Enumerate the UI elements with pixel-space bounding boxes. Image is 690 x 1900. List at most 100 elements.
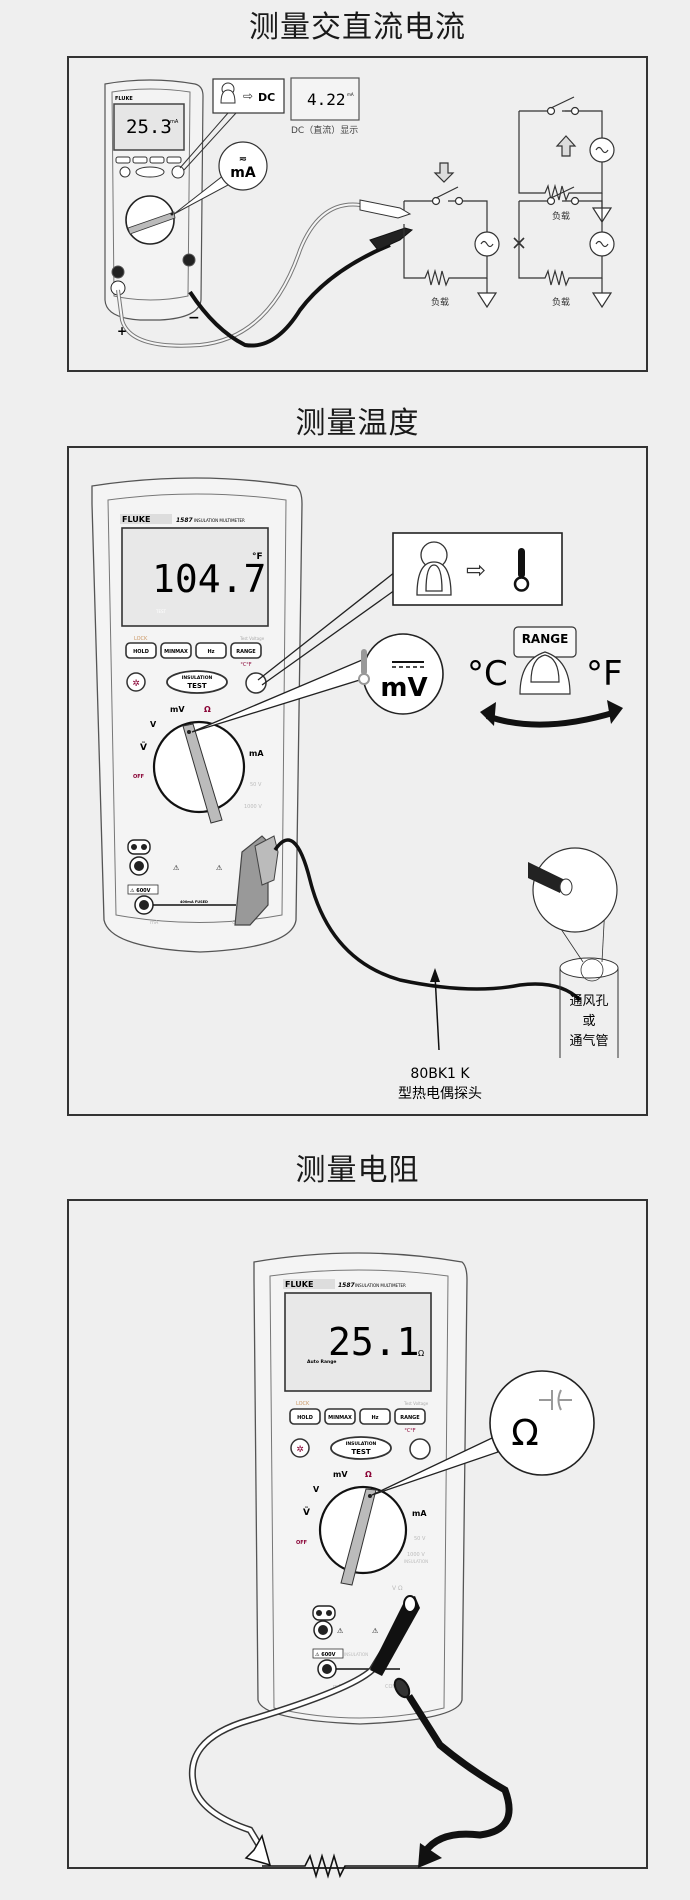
- warning-icon: ⚠: [173, 864, 180, 872]
- temp-function-button[interactable]: [409, 1438, 431, 1460]
- cf-label: °C°F: [404, 1428, 415, 1434]
- minmax-button[interactable]: [160, 642, 192, 659]
- load-label-1: 负载: [552, 210, 570, 222]
- range-button[interactable]: [394, 1408, 426, 1425]
- meter-lcd: [113, 103, 185, 151]
- dial-1000v: 1000 V: [244, 804, 262, 810]
- dial-50v: 50 V: [250, 782, 262, 788]
- range-toggle-illustration: RANGE °C °F: [467, 626, 623, 728]
- hz-button[interactable]: [195, 642, 227, 659]
- ohm-symbol: Ω: [511, 1413, 539, 1454]
- meter-range-mode: Auto Range: [307, 1359, 336, 1365]
- range-label: RANGE: [522, 632, 569, 646]
- hold-button[interactable]: [125, 642, 157, 659]
- svg-text:HOLD: HOLD: [297, 1415, 313, 1421]
- temp-function-button[interactable]: [171, 165, 185, 179]
- insulation-test-button[interactable]: [166, 670, 228, 694]
- probe-tip-magnifier: [532, 847, 618, 933]
- minus-label: −: [188, 310, 200, 326]
- warning-icon: ⚠: [337, 1627, 344, 1635]
- dial-mv: mV: [333, 1470, 348, 1479]
- callout-function-button: ⇨: [257, 532, 563, 686]
- svg-text:RANGE: RANGE: [236, 649, 256, 655]
- cf-label: °C°F: [240, 662, 251, 668]
- jack-warning: ⚠ 600V: [315, 1652, 336, 1658]
- probe-pointer-arrow: [434, 974, 440, 1051]
- probe-label-type: 型热电偶探头: [398, 1086, 482, 1102]
- diagram-ac-dc-current: FLUKE 25.3 mA + − ⇨: [104, 77, 615, 348]
- hold-button[interactable]: [289, 1408, 321, 1425]
- section-title-ac-dc-current: 测量交直流电流: [249, 10, 466, 45]
- hz-button[interactable]: [359, 1408, 391, 1425]
- callout-knob-ma: ≂ mA: [173, 141, 268, 215]
- warning-icon: ⚠: [372, 1627, 379, 1635]
- svg-text:mA: mA: [150, 920, 159, 926]
- dial-ma: mA: [249, 749, 264, 758]
- jack-com[interactable]: [182, 253, 196, 267]
- svg-text:INSULATION: INSULATION: [344, 1652, 368, 1657]
- dial-ohm: Ω: [365, 1470, 372, 1479]
- load-label-2: 负载: [431, 296, 449, 308]
- svg-text:Hz: Hz: [207, 649, 214, 655]
- meter-unit: °F: [252, 552, 263, 562]
- svg-text:HOLD: HOLD: [133, 649, 149, 655]
- warning-icon: ⚠: [216, 864, 223, 872]
- dial-v-ac: Ṽ: [303, 1507, 310, 1518]
- load-label-3: 负载: [552, 296, 570, 308]
- svg-text:INSULATION: INSULATION: [346, 1441, 377, 1447]
- mv-symbol: mV: [380, 673, 427, 703]
- svg-text:COM: COM: [385, 1684, 397, 1690]
- meter-buttons: [115, 156, 185, 179]
- dial-v-dc: V: [150, 720, 157, 729]
- insulation-test-button[interactable]: [330, 1436, 392, 1460]
- red-arrow-head: [244, 1834, 272, 1867]
- diagram-temperature: FLUKE 1587 INSULATION MULTIMETER 104.7 °…: [91, 477, 623, 1102]
- circuit-broken: [513, 186, 615, 309]
- dc-reading: 4.22: [307, 90, 346, 109]
- meter-brand: FLUKE: [115, 96, 133, 102]
- black-test-lead[interactable]: [188, 243, 391, 348]
- callout-knob-ohm: Ω: [371, 1370, 595, 1496]
- multimeter: FLUKE 25.3 mA: [104, 79, 204, 321]
- thermocouple-probe-cable[interactable]: [273, 838, 582, 1002]
- alligator-clip-red: [359, 199, 412, 219]
- circuit-measure: [403, 162, 500, 309]
- vent-label-1: 通风孔: [569, 994, 608, 1009]
- svg-text:TEST: TEST: [351, 1448, 371, 1456]
- vent-label-2: 或: [582, 1014, 595, 1029]
- dial-off: OFF: [133, 774, 144, 780]
- dc-display-caption: DC（直流）显示: [291, 124, 358, 136]
- dc-unit: mA: [347, 92, 354, 97]
- backlight-button[interactable]: [290, 1438, 310, 1458]
- backlight-button[interactable]: [126, 672, 146, 692]
- plus-label: +: [117, 324, 127, 338]
- dial-mv: mV: [170, 705, 185, 714]
- meter-brand: FLUKE: [122, 515, 150, 524]
- svg-text:Hz: Hz: [371, 1415, 378, 1421]
- break-mark-icon: [513, 237, 525, 249]
- callout-function-button: ⇨ DC: [179, 78, 285, 171]
- celsius-label: °C: [467, 654, 508, 694]
- meter-lcd: [284, 1292, 432, 1392]
- range-button[interactable]: [230, 642, 262, 659]
- black-test-lead[interactable]: [406, 1694, 513, 1855]
- dial-50v: 50 V: [414, 1536, 426, 1542]
- dc-label: DC: [258, 91, 275, 104]
- dc-display-example: 4.22 mA DC（直流）显示: [290, 77, 360, 136]
- section-title-resistance: 测量电阻: [295, 1153, 420, 1188]
- arrow-icon: ⇨: [243, 89, 253, 103]
- probe-label-model: 80BK1 K: [410, 1066, 470, 1082]
- meter-brand: FLUKE: [285, 1280, 313, 1289]
- meter-reading: 104.7: [152, 557, 266, 601]
- jack-ma[interactable]: [111, 265, 125, 279]
- meter-reading: 25.3: [126, 116, 172, 138]
- section-title-temperature: 测量温度: [295, 406, 420, 441]
- meter-subtitle: INSULATION MULTIMETER: [355, 1283, 406, 1288]
- dial-v-dc: V: [313, 1485, 320, 1494]
- lock-label: LOCK: [134, 636, 148, 642]
- meter-reading: 25.1: [328, 1320, 420, 1364]
- minmax-button[interactable]: [324, 1408, 356, 1425]
- vent-label-3: 通气管: [569, 1033, 608, 1049]
- dial-1000v: 1000 V: [407, 1552, 425, 1558]
